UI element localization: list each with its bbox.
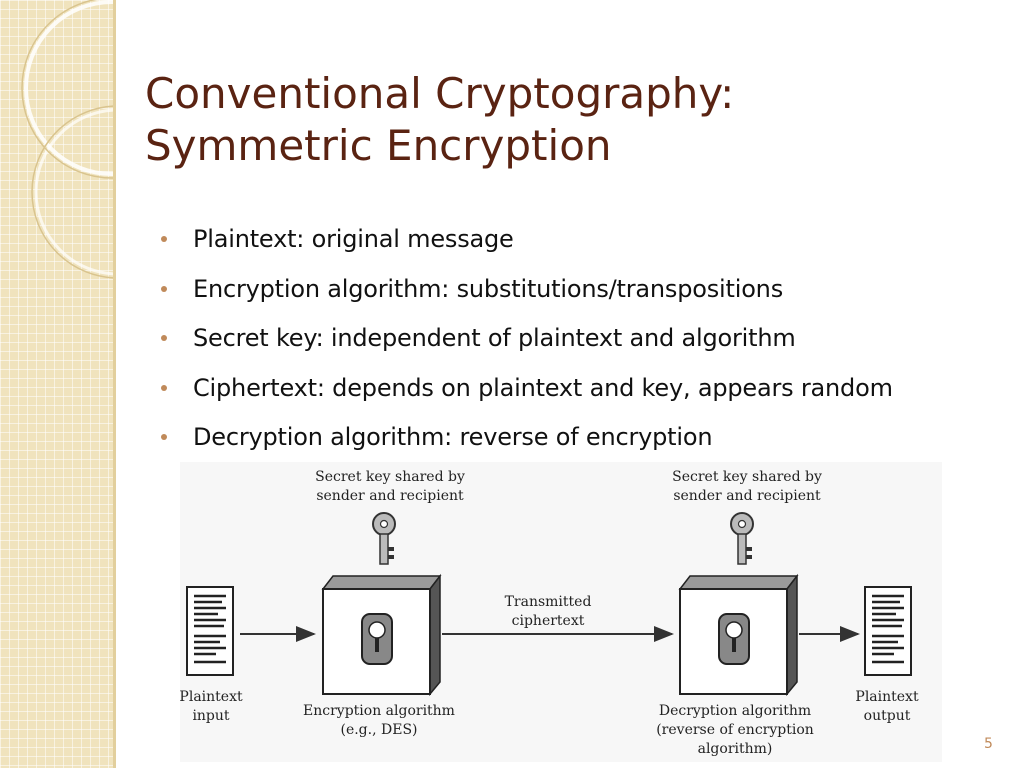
- decryption-label-line-3: algorithm): [698, 741, 773, 757]
- bullet-item: Secret key: independent of plaintext and…: [160, 314, 1020, 364]
- decryption-box: [678, 573, 799, 697]
- bullet-item: Plaintext: original message: [160, 215, 1020, 265]
- key-icon: [372, 512, 396, 565]
- bullet-item: Decryption algorithm: reverse of encrypt…: [160, 413, 1020, 463]
- transmitted-label-line-2: ciphertext: [512, 613, 585, 629]
- transmitted-label-line-1: Transmitted: [505, 594, 592, 610]
- key-label-left-line-2: sender and recipient: [316, 488, 464, 504]
- decryption-label-line-1: Decryption algorithm: [659, 703, 811, 719]
- page-number: 5: [984, 736, 993, 752]
- lock-icon: [361, 613, 393, 665]
- decryption-label-line-2: (reverse of encryption: [656, 722, 814, 738]
- encryption-diagram-svg: Secret key shared by sender and recipien…: [179, 469, 919, 757]
- document-icon: [186, 586, 234, 676]
- plaintext-input-label-line-1: Plaintext: [180, 689, 243, 705]
- encryption-label-line-2: (e.g., DES): [340, 722, 417, 738]
- key-label-right-line-1: Secret key shared by: [672, 469, 822, 485]
- key-icon: [730, 512, 754, 565]
- slide-title: Conventional Cryptography: Symmetric Enc…: [145, 68, 985, 172]
- decorative-circles: [21, 0, 113, 279]
- key-label-right-line-2: sender and recipient: [673, 488, 821, 504]
- bullet-item: Ciphertext: depends on plaintext and key…: [160, 364, 1020, 414]
- plaintext-output-label-line-2: output: [864, 708, 911, 724]
- lock-icon: [718, 613, 750, 665]
- plaintext-input-label-line-2: input: [192, 708, 229, 724]
- bullet-item: Encryption algorithm: substitutions/tran…: [160, 265, 1020, 315]
- slide-title-line-1: Conventional Cryptography:: [145, 69, 735, 118]
- encryption-label-line-1: Encryption algorithm: [303, 703, 455, 719]
- document-icon: [864, 586, 912, 676]
- key-label-left-line-1: Secret key shared by: [315, 469, 465, 485]
- encryption-box: [321, 573, 442, 697]
- decorative-side-band: [0, 0, 116, 768]
- plaintext-output-label-line-1: Plaintext: [855, 689, 919, 705]
- bullet-list: Plaintext: original message Encryption a…: [160, 215, 1020, 463]
- slide-title-line-2: Symmetric Encryption: [145, 121, 612, 170]
- encryption-diagram: Secret key shared by sender and recipien…: [179, 462, 942, 762]
